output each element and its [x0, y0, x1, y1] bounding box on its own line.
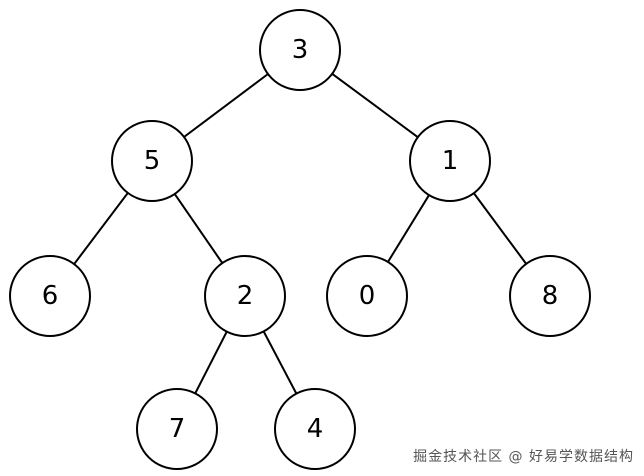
- tree-node: 5: [111, 120, 193, 202]
- node-value: 8: [542, 281, 559, 311]
- tree-nodes: 3 5 1 6 2 0 8 7 4: [9, 9, 591, 470]
- node-value: 5: [144, 146, 161, 176]
- node-value: 1: [442, 146, 459, 176]
- tree-edge: [473, 192, 527, 265]
- node-circle: [204, 255, 286, 337]
- node-circle: [326, 255, 408, 337]
- node-value: 2: [237, 281, 254, 311]
- tree-edge: [331, 72, 419, 139]
- tree-node: 6: [9, 255, 91, 337]
- node-value: 4: [307, 414, 324, 444]
- node-value: 6: [42, 281, 59, 311]
- tree-edges: [73, 72, 527, 395]
- tree-edge: [73, 192, 129, 265]
- tree-node: 1: [409, 120, 491, 202]
- node-value: 7: [169, 414, 186, 444]
- watermark-text: 掘金技术社区 @ 好易学数据结构: [413, 449, 634, 465]
- tree-edge: [173, 193, 224, 264]
- node-circle: [9, 255, 91, 337]
- node-circle: [111, 120, 193, 202]
- node-circle: [509, 255, 591, 337]
- node-circle: [409, 120, 491, 202]
- tree-edge: [387, 194, 430, 263]
- tree-edge: [183, 73, 269, 138]
- tree-node: 3: [259, 9, 341, 91]
- tree-node: 7: [136, 388, 218, 470]
- node-value: 0: [359, 281, 376, 311]
- tree-node: 8: [509, 255, 591, 337]
- node-circle: [259, 9, 341, 91]
- tree-edge: [262, 330, 298, 395]
- node-circle: [274, 388, 356, 470]
- tree-node: 0: [326, 255, 408, 337]
- tree-node: 2: [204, 255, 286, 337]
- node-value: 3: [292, 35, 309, 65]
- tree-node: 4: [274, 388, 356, 470]
- node-circle: [136, 388, 218, 470]
- tree-edge: [194, 331, 228, 394]
